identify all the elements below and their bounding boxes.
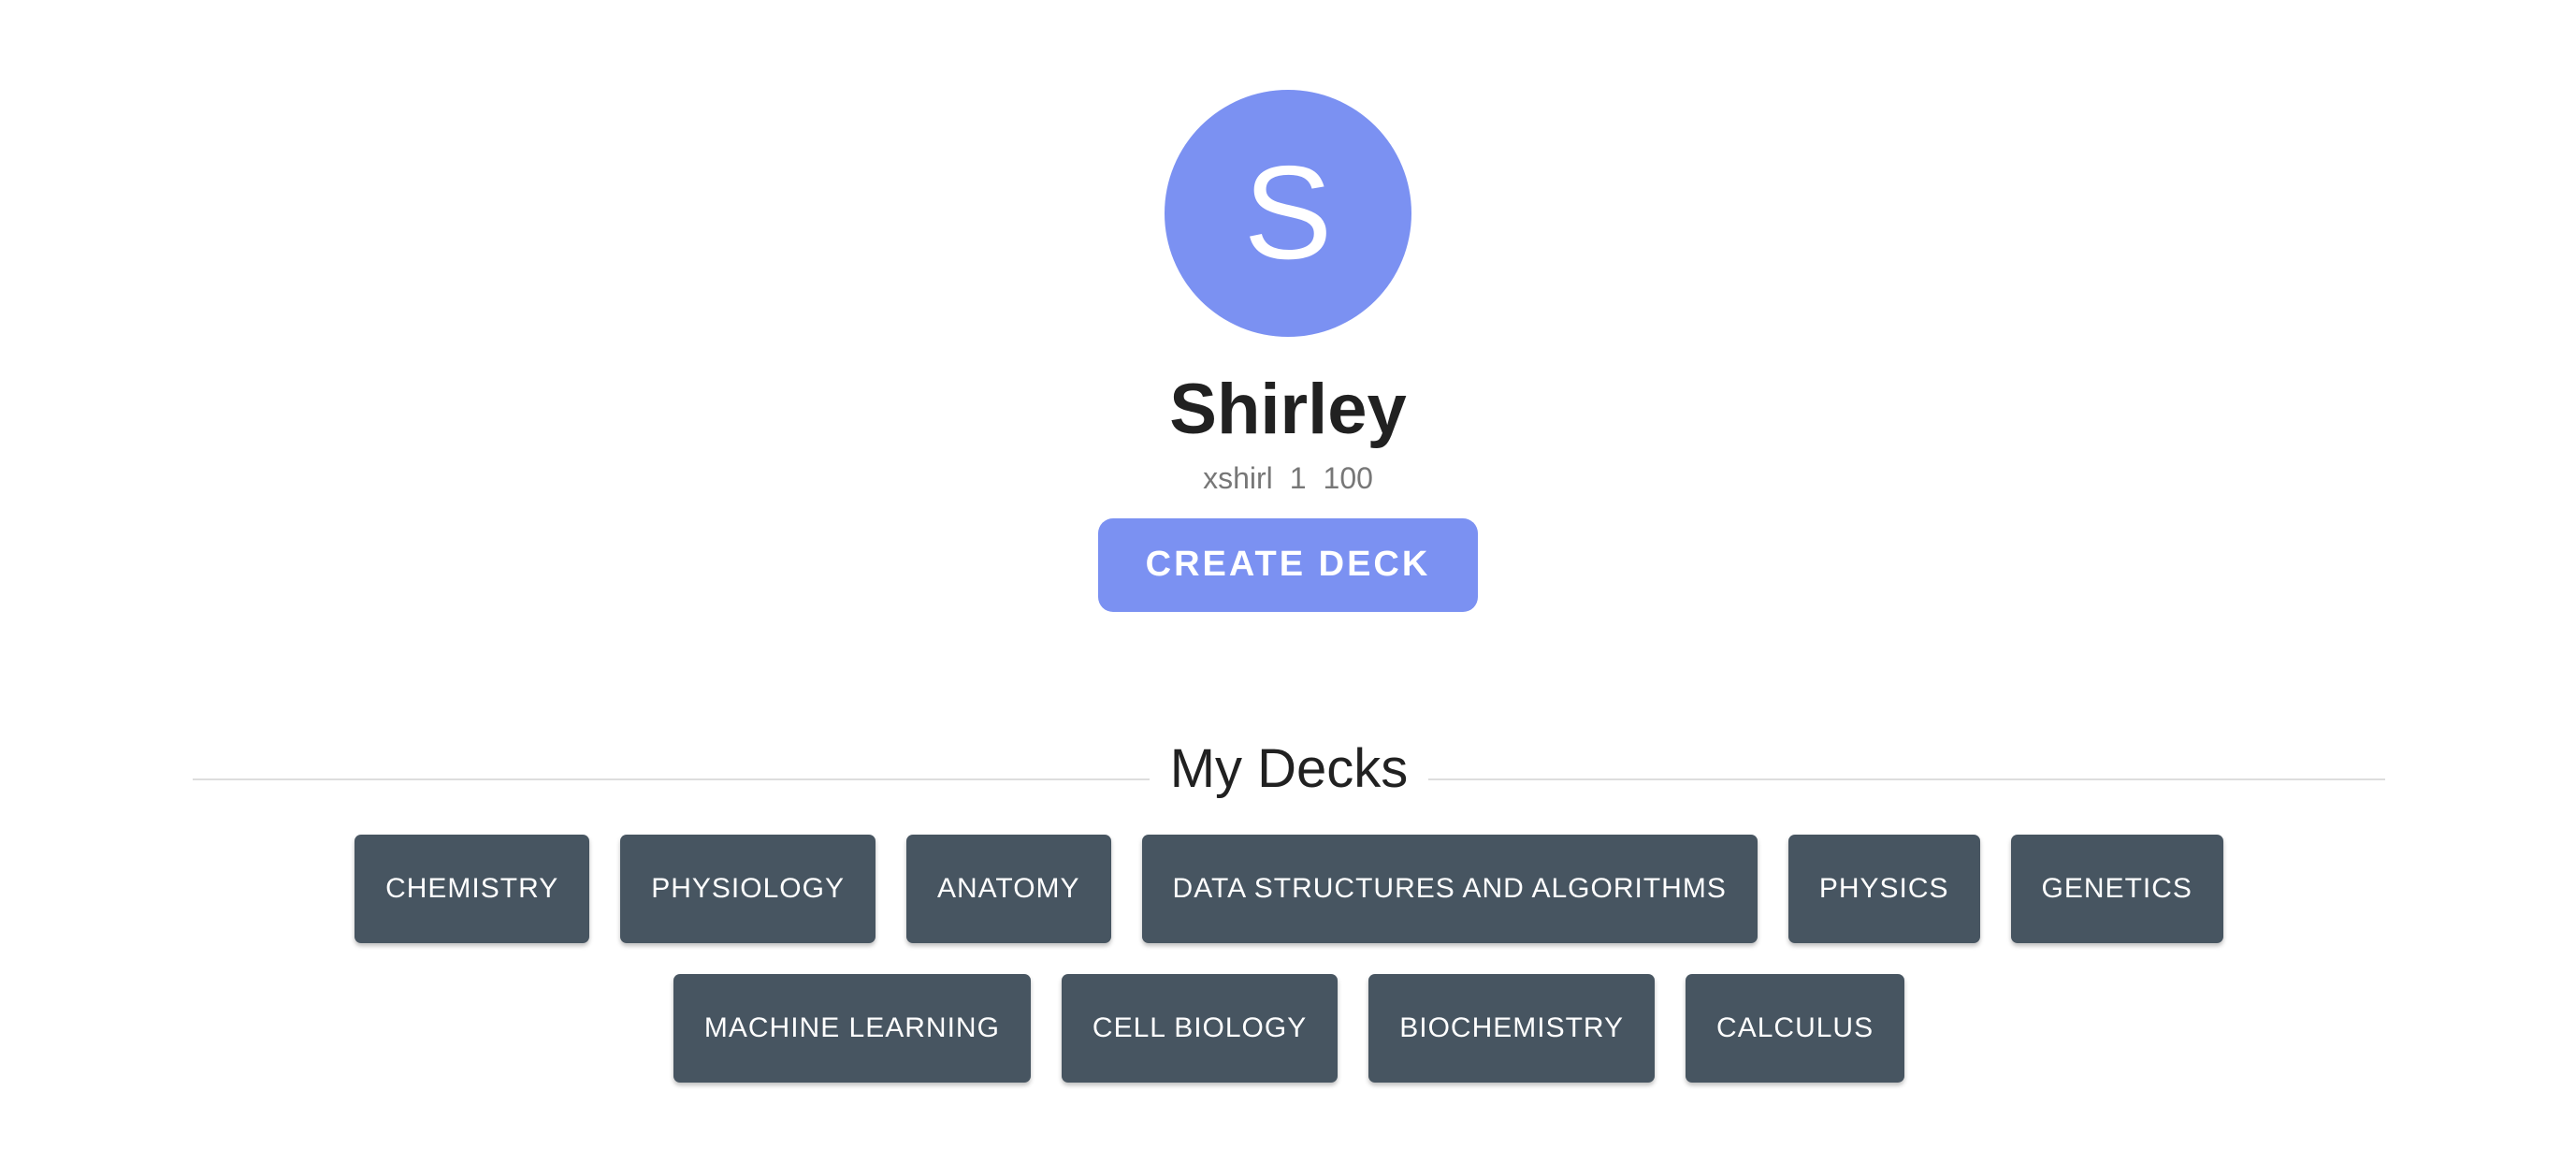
deck-button-data-structures[interactable]: DATA STRUCTURES AND ALGORITHMS	[1141, 835, 1758, 943]
user-name: Shirley	[1169, 370, 1407, 449]
avatar: S	[1165, 90, 1411, 337]
user-meta: xshirl 1 100	[1203, 460, 1373, 496]
deck-button-anatomy[interactable]: ANATOMY	[905, 835, 1111, 943]
deck-button-calculus[interactable]: CALCULUS	[1686, 974, 1905, 1083]
divider-right	[1428, 778, 2386, 780]
username: xshirl	[1203, 460, 1273, 495]
section-title: My Decks	[1169, 738, 1409, 799]
stat-one: 1	[1289, 460, 1307, 495]
my-decks-header: My Decks	[193, 732, 2386, 807]
divider-left	[193, 778, 1150, 780]
deck-list: CHEMISTRY PHYSIOLOGY ANATOMY DATA STRUCT…	[193, 835, 2385, 1083]
deck-button-chemistry[interactable]: CHEMISTRY	[355, 835, 590, 943]
avatar-letter: S	[1243, 138, 1333, 287]
create-deck-button[interactable]: CREATE DECK	[1098, 517, 1478, 612]
deck-button-physiology[interactable]: PHYSIOLOGY	[620, 835, 876, 943]
deck-button-genetics[interactable]: GENETICS	[2010, 835, 2223, 943]
profile-header: S Shirley xshirl 1 100 CREATE DECK	[0, 90, 2576, 612]
deck-button-machine-learning[interactable]: MACHINE LEARNING	[673, 974, 1031, 1083]
deck-button-cell-biology[interactable]: CELL BIOLOGY	[1061, 974, 1339, 1083]
deck-button-biochemistry[interactable]: BIOCHEMISTRY	[1368, 974, 1656, 1083]
deck-button-physics[interactable]: PHYSICS	[1787, 835, 1980, 943]
stat-two: 100	[1323, 460, 1373, 495]
